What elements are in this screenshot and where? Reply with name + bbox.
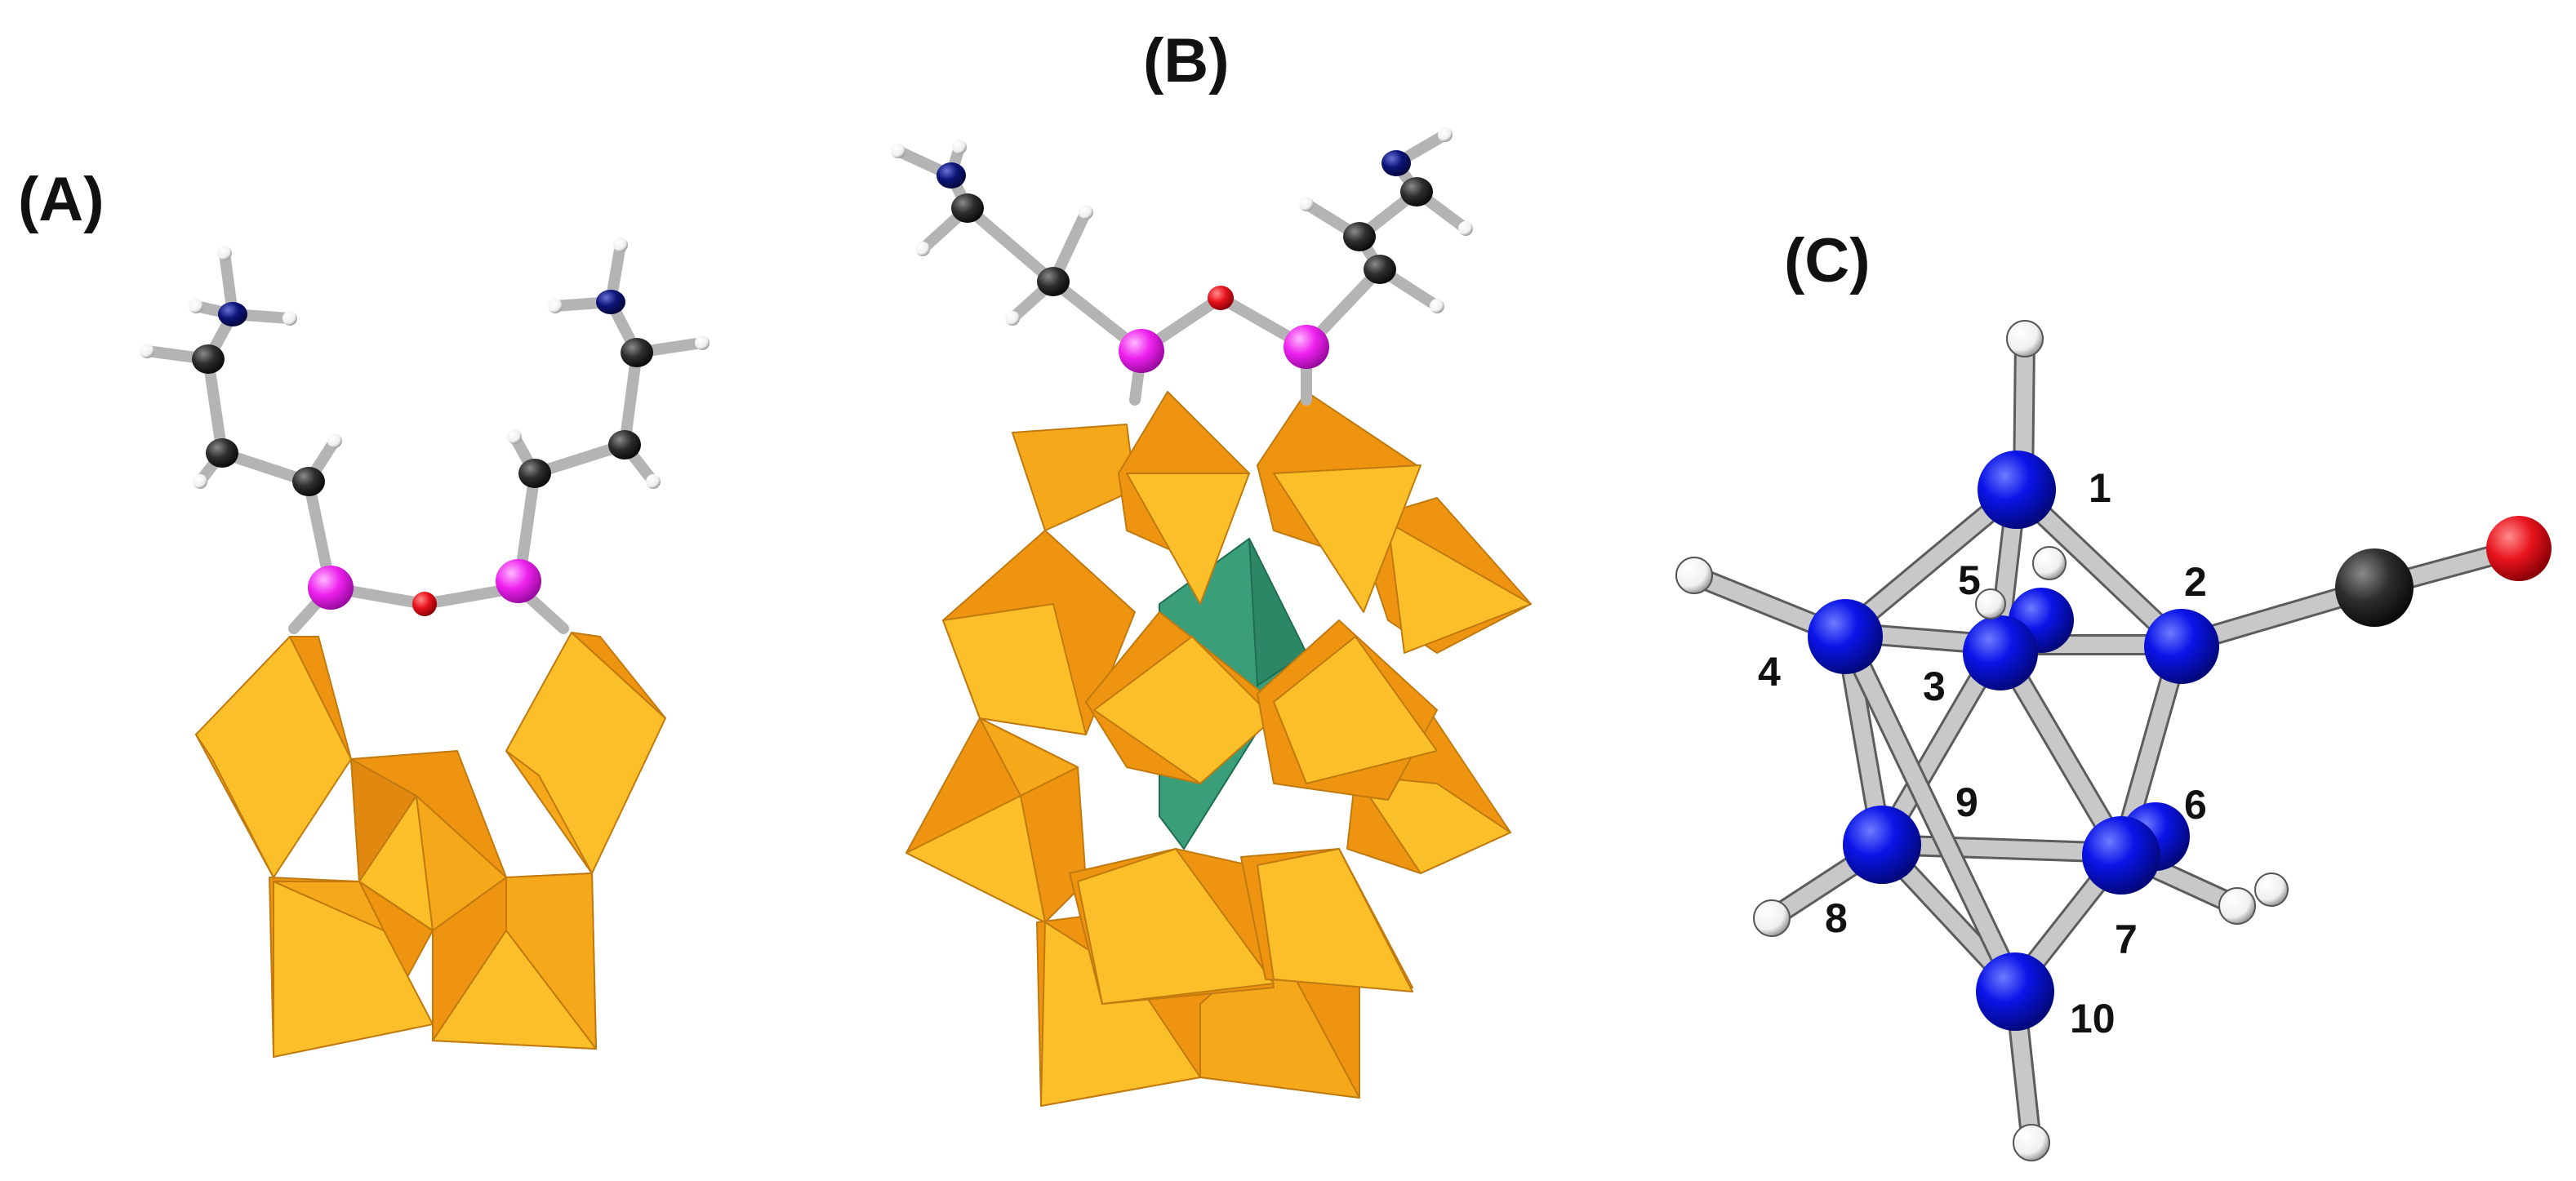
hydrogen-atom (1299, 197, 1314, 211)
hydrogen-atom (1675, 557, 1713, 594)
panel-c-atom-numbers: 1 2 3 4 5 6 7 8 9 10 (1758, 465, 2207, 1041)
atom-number-5: 5 (1958, 557, 1981, 603)
hydrogen-atom (193, 474, 207, 489)
oxygen-atom (412, 592, 437, 616)
atom-number-1: 1 (2089, 465, 2111, 511)
hydrogen-atom (2218, 887, 2256, 925)
carbon-atom (1364, 255, 1396, 284)
hydrogen-atom (1430, 299, 1444, 313)
nitrogen-atom (1381, 150, 1411, 176)
hydrogen-atom (2254, 872, 2289, 907)
atom-number-9: 9 (1955, 779, 1978, 825)
hydrogen-atom (283, 311, 297, 326)
oxygen-atom (2486, 516, 2552, 581)
hydrogen-atom (915, 242, 930, 256)
panel-a: (A) (18, 165, 710, 1058)
panel-a-atoms (140, 238, 710, 616)
carbon-atom (2335, 548, 2414, 627)
hydrogen-atom (140, 344, 154, 358)
boron-atom-4 (1808, 599, 1883, 674)
panel-c: (C) (1675, 226, 2552, 1161)
hydrogen-atom (891, 144, 905, 158)
carbon-atom (206, 438, 238, 468)
silicon-atom (1284, 325, 1329, 369)
nitrogen-atom (596, 290, 625, 314)
hydrogen-atom (1458, 221, 1473, 236)
atom-number-7: 7 (2115, 917, 2138, 962)
hydrogen-atom (2013, 1124, 2050, 1161)
atom-number-3: 3 (1923, 664, 1946, 709)
hydrogen-atom (548, 299, 563, 313)
hydrogen-atom (695, 335, 710, 350)
hydrogen-atom (189, 299, 203, 313)
carbon-atom (1037, 267, 1070, 296)
atom-number-6: 6 (2184, 782, 2207, 828)
hydrogen-atom (507, 429, 522, 444)
silicon-atom (496, 559, 541, 603)
carbon-atom (292, 467, 325, 496)
boron-atom-3 (1963, 615, 2038, 690)
carbon-atom (1400, 177, 1433, 206)
hydrogen-atom (1438, 127, 1453, 142)
atom-number-8: 8 (1825, 895, 1848, 941)
panel-b: (B) (891, 26, 1532, 1107)
carbon-atom (621, 338, 653, 367)
hydrogen-atom (327, 433, 342, 448)
boron-atom-1 (1978, 451, 2056, 529)
silicon-atom (1119, 329, 1164, 373)
oxygen-atom (1208, 286, 1234, 310)
hydrogen-atom (217, 246, 232, 260)
nitrogen-atom (937, 162, 966, 189)
atom-number-2: 2 (2184, 559, 2207, 605)
panel-b-polyhedra (905, 391, 1532, 1107)
hydrogen-atom (1975, 588, 2006, 619)
panel-b-label: (B) (1143, 26, 1230, 95)
hydrogen-atom (613, 238, 628, 252)
silicon-atom (308, 566, 354, 610)
hydrogen-atom (1079, 205, 1093, 220)
hydrogen-atom (1005, 311, 1020, 326)
hydrogen-atom (1753, 899, 1791, 937)
panel-b-atoms (891, 127, 1473, 373)
boron-atom-2 (2144, 609, 2219, 684)
panel-a-polyhedra (195, 632, 666, 1058)
carbon-atom (518, 459, 551, 488)
atom-number-4: 4 (1758, 649, 1781, 695)
carbon-atom (608, 430, 641, 460)
panel-c-atoms (1675, 320, 2552, 1161)
nitrogen-atom (218, 302, 247, 326)
carbon-atom (192, 344, 225, 374)
atom-number-10: 10 (2070, 996, 2116, 1041)
boron-atom-7 (2082, 816, 2160, 895)
hydrogen-atom (2006, 320, 2044, 357)
panel-c-label: (C) (1784, 226, 1871, 295)
boron-atom-9 (1843, 806, 1921, 884)
hydrogen-atom (646, 474, 661, 489)
panel-a-label: (A) (18, 165, 105, 234)
boron-atom-10 (1976, 952, 2054, 1031)
carbon-atom (1343, 222, 1376, 251)
hydrogen-atom (952, 140, 967, 154)
carbon-atom (951, 193, 984, 223)
hydrogen-atom (2032, 546, 2067, 580)
